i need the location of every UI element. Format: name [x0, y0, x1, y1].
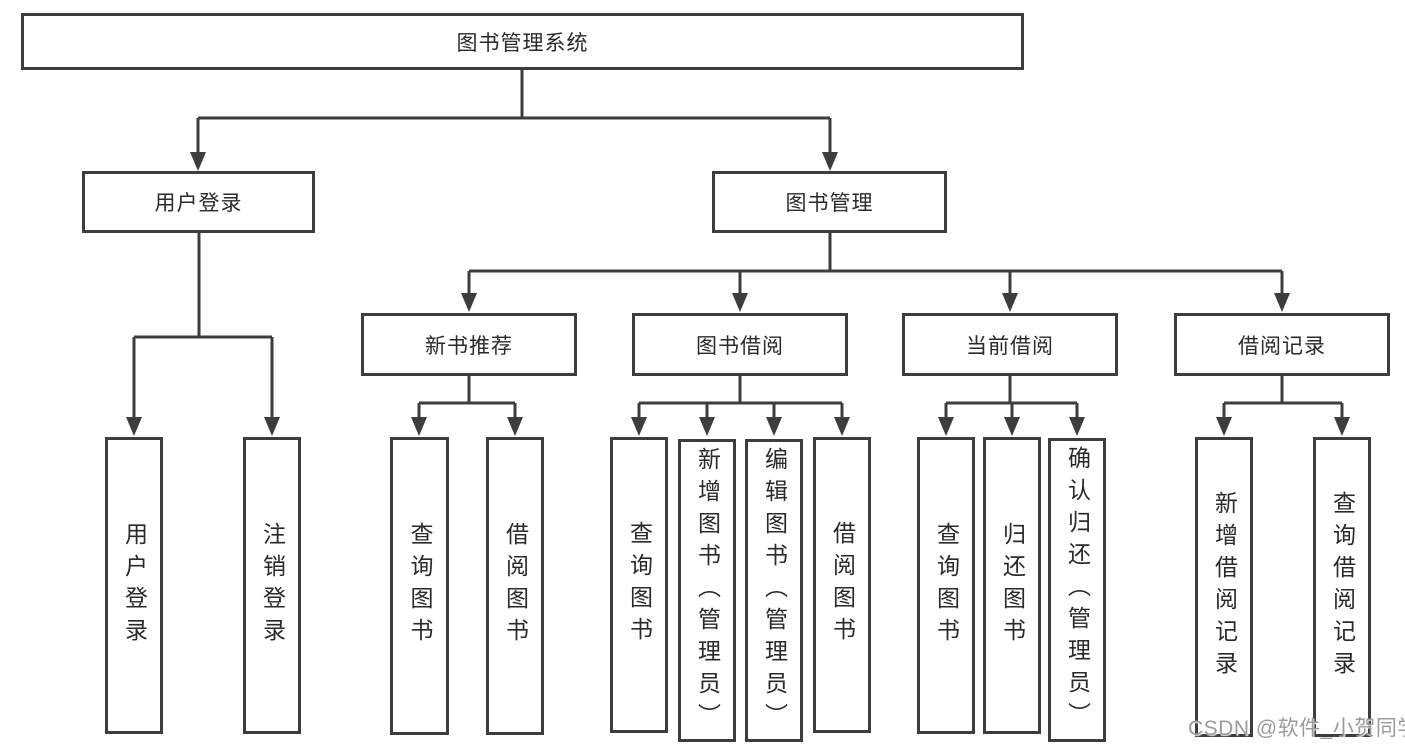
node-book-management: 图书管理: [712, 171, 947, 233]
leaf-edit-books-admin: 编辑图书（管理员）: [745, 439, 803, 742]
node-label: 查询借阅记录: [1329, 491, 1356, 683]
node-label: 借阅记录: [1238, 334, 1326, 358]
node-borrow-records: 借阅记录: [1174, 313, 1390, 376]
node-label: 用户登录: [154, 192, 243, 215]
arrow-down-icon: [1069, 417, 1085, 436]
csdn-watermark: CSDN @软件_小贺同学: [1188, 717, 1405, 740]
arrow-down-icon: [1004, 417, 1020, 436]
leaf-user-login: 用户登录: [105, 437, 163, 734]
arrow-down-icon: [938, 417, 954, 436]
leaf-query-books-borrowing: 查询图书: [610, 437, 668, 733]
node-label: 查询图书: [933, 521, 960, 650]
node-label: 查询图书: [626, 521, 653, 649]
leaf-borrow-books-borrowing: 借阅图书: [813, 437, 871, 733]
node-label: 当前借阅: [966, 334, 1054, 358]
node-label: 图书管理: [785, 192, 874, 215]
arrow-down-icon: [1216, 417, 1232, 436]
node-label: 图书借阅: [696, 334, 784, 358]
node-label: 确认归还（管理员）: [1064, 446, 1091, 734]
leaf-add-borrow-record: 新增借阅记录: [1195, 437, 1253, 737]
node-label: 新增图书（管理员）: [694, 446, 721, 735]
leaf-query-books-newbooks: 查询图书: [390, 437, 449, 735]
node-label: 编辑图书（管理员）: [761, 446, 788, 735]
arrow-down-icon: [1334, 417, 1350, 436]
arrow-down-icon: [126, 417, 142, 436]
leaf-query-books-current: 查询图书: [917, 437, 975, 734]
node-root-system: 图书管理系统: [21, 13, 1024, 70]
edge-book-borrowing-to-leaves: [631, 376, 850, 436]
arrow-down-icon: [411, 417, 427, 436]
leaf-confirm-return-admin: 确认归还（管理员）: [1048, 438, 1106, 742]
edge-current-borrowing-to-leaves: [938, 376, 1085, 436]
edge-borrow-records-to-leaves: [1216, 376, 1350, 436]
leaf-borrow-books-newbooks: 借阅图书: [486, 437, 544, 735]
node-current-borrowing: 当前借阅: [902, 313, 1118, 376]
node-label: 新增借阅记录: [1211, 491, 1238, 683]
edge-book-management-to-level3: [461, 233, 1290, 312]
arrow-down-icon: [264, 417, 280, 436]
arrow-down-icon: [732, 293, 748, 312]
arrow-down-icon: [699, 417, 715, 436]
node-label: 新书推荐: [425, 334, 513, 358]
node-label: 查询图书: [407, 522, 433, 650]
edge-root-to-level2: [190, 69, 838, 171]
edge-new-book-recommend-to-leaves: [411, 376, 523, 436]
leaf-logout: 注销登录: [243, 437, 301, 734]
node-label: 用户登录: [121, 521, 148, 650]
leaf-query-borrow-record: 查询借阅记录: [1313, 437, 1371, 737]
leaf-add-books-admin: 新增图书（管理员）: [678, 439, 736, 742]
node-book-borrowing: 图书借阅: [632, 313, 848, 376]
node-label: 图书管理系统: [456, 31, 589, 55]
node-new-book-recommend: 新书推荐: [361, 313, 577, 376]
node-label: 借阅图书: [502, 522, 529, 650]
arrow-down-icon: [507, 417, 523, 436]
arrow-down-icon: [1002, 293, 1018, 312]
leaf-return-books: 归还图书: [983, 437, 1041, 734]
node-user-login: 用户登录: [82, 171, 315, 233]
arrow-down-icon: [822, 152, 838, 171]
arrow-down-icon: [834, 417, 850, 436]
edge-user-login-to-leaves: [126, 233, 280, 436]
node-label: 注销登录: [259, 521, 286, 650]
node-label: 归还图书: [999, 521, 1026, 650]
arrow-down-icon: [461, 293, 477, 312]
arrow-down-icon: [1274, 293, 1290, 312]
arrow-down-icon: [190, 152, 206, 171]
node-label: 借阅图书: [829, 521, 856, 649]
arrow-down-icon: [766, 417, 782, 436]
arrow-down-icon: [631, 417, 647, 436]
